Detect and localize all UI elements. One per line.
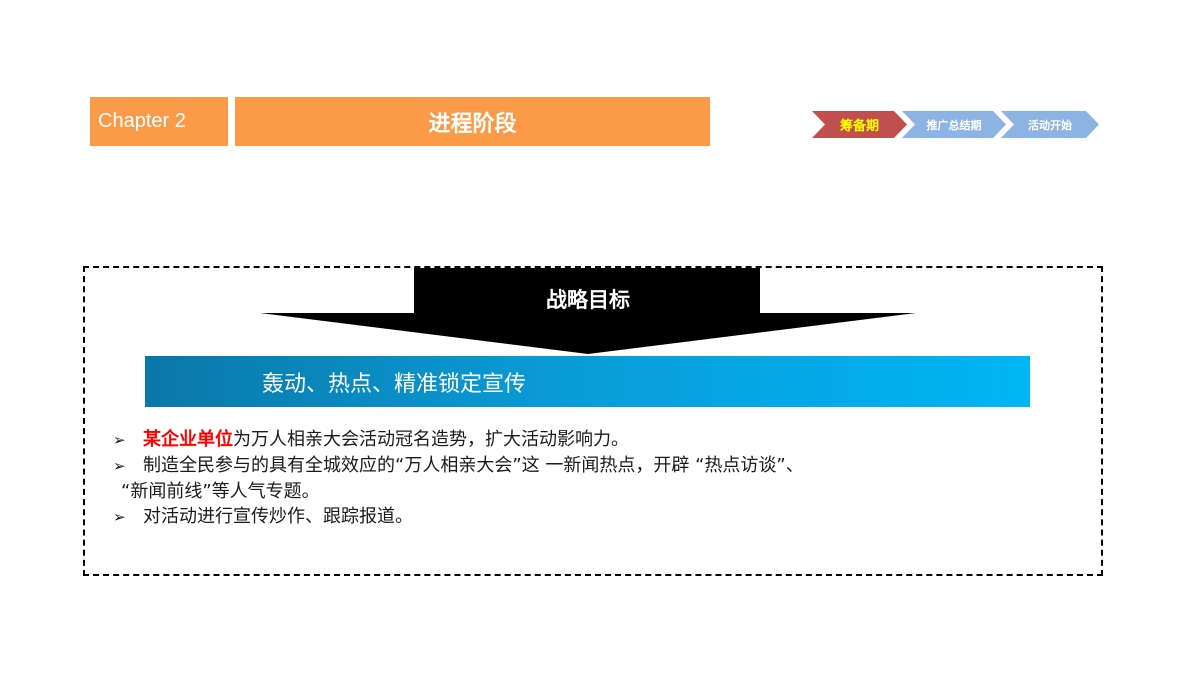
strategy-banner: 轰动、热点、精准锁定宣传 bbox=[145, 356, 1030, 407]
step-label: 活动开始 bbox=[1028, 118, 1072, 132]
content-frame bbox=[83, 266, 1103, 576]
bullet-text: 制造全民参与的具有全城效应的“万人相亲大会”这 一新闻热点，开辟 “热点访谈”、 bbox=[143, 455, 804, 476]
chapter-label-text: Chapter 2 bbox=[98, 110, 186, 132]
list-item: ➢ 对活动进行宣传炒作、跟踪报道。 bbox=[113, 504, 1013, 530]
step-preparation[interactable]: 筹备期 bbox=[812, 111, 907, 138]
list-item-continuation: “新闻前线”等人气专题。 bbox=[113, 479, 1013, 504]
page-title: 进程阶段 bbox=[235, 97, 710, 146]
banner-text: 轰动、热点、精准锁定宣传 bbox=[262, 371, 527, 397]
progress-stepper: 筹备期 推广总结期 活动开始 bbox=[812, 111, 1102, 138]
step-label: 筹备期 bbox=[839, 119, 879, 134]
bullet-text: 为万人相亲大会活动冠名造势，扩大活动影响力。 bbox=[233, 429, 629, 450]
step-promotion-summary[interactable]: 推广总结期 bbox=[902, 111, 1006, 138]
down-arrow-icon bbox=[260, 268, 916, 354]
bullet-text: 对活动进行宣传炒作、跟踪报道。 bbox=[143, 506, 413, 527]
step-event-start[interactable]: 活动开始 bbox=[1001, 111, 1099, 138]
arrow-bullet-icon: ➢ bbox=[113, 457, 126, 475]
arrow-bullet-icon: ➢ bbox=[113, 431, 126, 449]
bullet-list: ➢ 某企业单位为万人相亲大会活动冠名造势，扩大活动影响力。 ➢ 制造全民参与的具有全… bbox=[113, 427, 1013, 530]
list-item: ➢ 某企业单位为万人相亲大会活动冠名造势，扩大活动影响力。 bbox=[113, 427, 1013, 453]
highlight-text: 某企业单位 bbox=[143, 429, 233, 450]
list-item: ➢ 制造全民参与的具有全城效应的“万人相亲大会”这 一新闻热点，开辟 “热点访谈”… bbox=[113, 453, 1013, 479]
strategy-arrow-label: 战略目标 bbox=[546, 288, 630, 312]
page-title-text: 进程阶段 bbox=[428, 111, 517, 137]
strategy-arrow: 战略目标 bbox=[260, 268, 916, 354]
arrow-bullet-icon: ➢ bbox=[113, 508, 126, 526]
step-label: 推广总结期 bbox=[926, 118, 982, 132]
bullet-text: “新闻前线”等人气专题。 bbox=[121, 481, 320, 502]
chapter-label: Chapter 2 bbox=[90, 97, 228, 146]
